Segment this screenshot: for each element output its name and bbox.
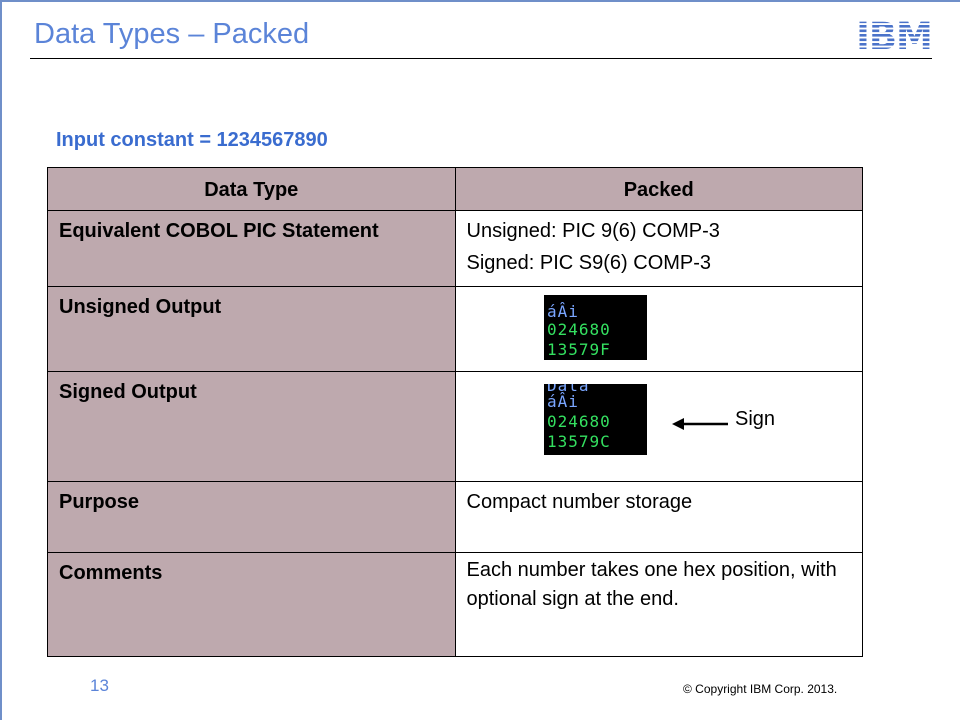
row-label-purpose: Purpose [47, 481, 456, 553]
unsigned-output-line1: áÂi [547, 302, 579, 321]
row-value-purpose: Compact number storage [454, 481, 863, 553]
pic-signed: Signed: PIC S9(6) COMP-3 [466, 252, 712, 274]
purpose-text: Compact number storage [466, 491, 693, 513]
row-value-comments: Each number takes one hex position, with… [454, 552, 863, 657]
signed-output-line1: áÂi [547, 392, 579, 411]
header-packed: Packed [454, 167, 863, 211]
pic-unsigned: Unsigned: PIC 9(6) COMP-3 [466, 220, 720, 242]
signed-output-line0: Data [544, 384, 647, 392]
input-constant: Input constant = 1234567890 [56, 129, 328, 151]
copyright-notice: © Copyright IBM Corp. 2013. [683, 682, 838, 696]
signed-output-line2: 024680 [547, 412, 611, 431]
ibm-logo: IBM [852, 16, 936, 52]
sign-label: Sign [735, 408, 776, 430]
row-label-signed-output: Signed Output [47, 371, 456, 482]
signed-output-line3: 13579C [547, 432, 611, 451]
signed-output-screenshot: Data áÂi 024680 13579C [544, 384, 647, 455]
title-divider [30, 58, 932, 59]
data-type-table: Data Type Packed Equivalent COBOL PIC St… [47, 167, 863, 657]
unsigned-output-line3: 13579F [547, 340, 611, 359]
table-row: Unsigned Output [47, 286, 863, 372]
page-number: 13 [90, 676, 109, 695]
unsigned-output-line2: 024680 [547, 320, 611, 339]
table-header-row: Data Type Packed [47, 167, 863, 211]
unsigned-output-screenshot: áÂi 024680 13579F [544, 295, 647, 360]
row-label-unsigned-output: Unsigned Output [47, 286, 456, 372]
slide-title: Data Types – Packed [34, 18, 310, 50]
comments-text: Each number takes one hex position, with… [466, 559, 837, 610]
header-data-type: Data Type [47, 167, 456, 211]
top-border [0, 0, 960, 2]
row-value-pic: Unsigned: PIC 9(6) COMP-3 Signed: PIC S9… [454, 210, 863, 287]
row-value-unsigned-output [454, 286, 863, 372]
table-row: Comments Each number takes one hex posit… [47, 552, 863, 657]
row-label-comments: Comments [47, 552, 456, 657]
row-value-signed-output [454, 371, 863, 482]
left-border [0, 0, 2, 720]
table-row: Purpose Compact number storage [47, 481, 863, 553]
row-label-pic: Equivalent COBOL PIC Statement [47, 210, 456, 287]
table-row: Equivalent COBOL PIC Statement Unsigned:… [47, 210, 863, 287]
table-row: Signed Output [47, 371, 863, 482]
left-arrow-icon [672, 418, 728, 430]
